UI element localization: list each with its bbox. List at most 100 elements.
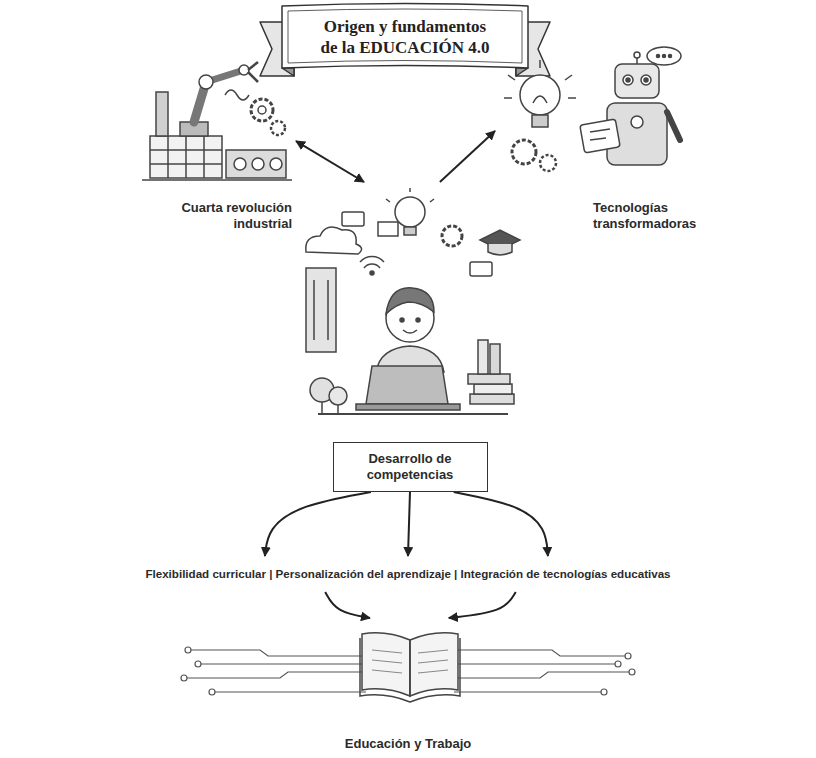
illustration-part	[404, 227, 416, 235]
book-illustration	[181, 633, 635, 702]
illustrated-node: Tecnologías transformadoras	[495, 45, 717, 236]
illustration-part	[590, 129, 610, 132]
illustration-part	[288, 9, 522, 63]
illustration-part	[516, 68, 528, 76]
illustration-part	[409, 188, 411, 192]
illustration-part	[306, 268, 336, 352]
illustration-part	[372, 650, 402, 653]
factory-illustration	[142, 62, 292, 180]
illustration-part	[313, 280, 315, 340]
diagram-title: Origen y fundamentos de la EDUCACIÓN 4.0	[316, 16, 494, 59]
illustration-part	[667, 112, 680, 140]
illustration-part	[409, 640, 411, 696]
node-label: Desarrollo de competencias	[344, 451, 477, 484]
student-illustration	[306, 188, 520, 414]
illustration-part	[209, 689, 215, 695]
illustration-part	[442, 226, 462, 246]
illustrated-node: Educación y Trabajo	[340, 618, 476, 754]
illustration-part	[657, 55, 660, 58]
illustration-part	[251, 99, 273, 121]
illustration-part	[185, 647, 191, 653]
illustration-part	[271, 121, 285, 135]
illustration-part	[454, 672, 630, 678]
illustration-part	[454, 663, 616, 664]
process-box: Desarrollo de competencias	[295, 182, 525, 492]
illustration-part	[532, 115, 548, 127]
illustration-part	[370, 271, 374, 275]
illustration-part	[342, 212, 364, 226]
illustration-part	[327, 280, 329, 340]
illustration-part	[540, 155, 556, 171]
illustration-part	[488, 244, 512, 255]
illustration-part	[214, 691, 366, 692]
illustration-part	[234, 158, 246, 170]
illustration-part	[185, 136, 187, 178]
illustration-part	[403, 330, 417, 333]
illustration-part	[372, 660, 402, 663]
illustration-part	[378, 222, 398, 236]
illustration-part	[270, 158, 282, 170]
illustration-part	[225, 90, 249, 100]
illustration-part	[318, 413, 508, 415]
illustration-part	[663, 55, 666, 58]
illustration-part	[142, 179, 292, 181]
illustration-part	[626, 78, 630, 82]
illustration-part	[468, 374, 510, 384]
illustration-part	[601, 689, 607, 695]
process-box-frame: Desarrollo de competencias	[333, 442, 488, 493]
illustration-part	[386, 288, 434, 314]
illustration-part	[372, 650, 448, 673]
illustration-part	[470, 262, 492, 276]
illustration-part	[520, 75, 560, 115]
illustration-part	[504, 97, 512, 99]
illustration-part	[474, 384, 512, 394]
illustration-part	[239, 65, 249, 75]
connector-arrow	[408, 492, 410, 556]
illustration-part	[258, 106, 266, 114]
illustration-part	[430, 199, 434, 202]
illustration-part	[181, 675, 187, 681]
illustration-part	[478, 340, 488, 374]
illustration-part	[186, 672, 366, 678]
illustration-part	[416, 318, 420, 322]
connector-arrow	[454, 492, 548, 556]
illustration-part	[512, 140, 536, 164]
illustration-part	[372, 670, 402, 673]
illustration-part	[508, 75, 515, 80]
illustration-part	[362, 633, 410, 696]
connector-arrow	[265, 492, 371, 556]
illustration-part	[282, 4, 528, 69]
illustration-part	[641, 75, 651, 85]
illustration-part	[418, 650, 448, 653]
illustration-part	[150, 136, 222, 178]
illustration-part	[337, 405, 339, 414]
illustration-part	[634, 52, 640, 58]
title-banner	[260, 4, 550, 77]
illustration-part	[203, 136, 205, 178]
illustration-part	[490, 344, 500, 374]
illustration-part	[356, 404, 460, 410]
illustration-part	[470, 394, 514, 404]
illustrated-node: Cuarta revolución industrial	[128, 50, 296, 236]
node-label: Tecnologías transformadoras	[593, 200, 713, 233]
illustration-part	[590, 138, 606, 140]
illustration-part	[400, 318, 404, 322]
illustration-part	[199, 75, 213, 89]
illustration-part	[252, 158, 264, 170]
illustration-part	[418, 670, 448, 673]
node-label: Flexibilidad curricular | Personalizació…	[6, 567, 810, 581]
illustration-part	[580, 119, 620, 153]
illustration-part	[200, 663, 366, 664]
connector-arrow	[325, 592, 370, 618]
illustration-part	[329, 387, 347, 405]
node-label: Educación y Trabajo	[342, 736, 474, 752]
illustration-part	[410, 633, 458, 696]
technology-illustration	[504, 47, 681, 171]
illustration-part	[395, 197, 425, 227]
illustration-part	[282, 68, 294, 76]
illustration-part	[360, 638, 460, 702]
illustration-part	[418, 660, 448, 663]
illustration-part	[625, 653, 631, 659]
